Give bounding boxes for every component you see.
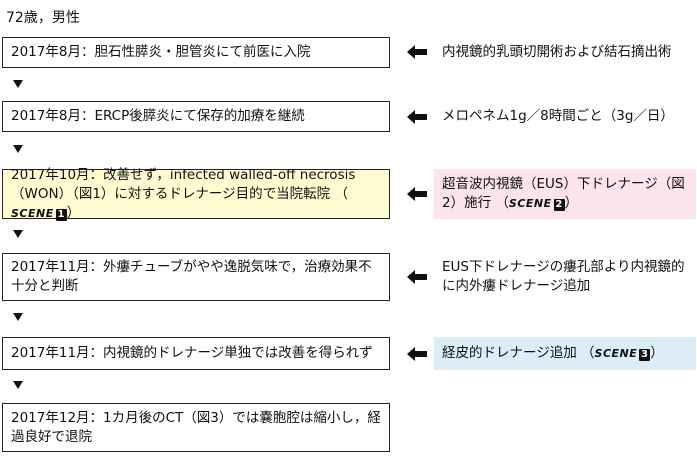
left-arrow-icon: [407, 347, 427, 361]
step-text: 2017年8月：胆石性膵炎・胆管炎にて前医に入院: [11, 44, 311, 60]
step-text: 2017年12月：1カ月後のCT（図3）では嚢胞腔は縮小し，経過良好で退院: [11, 409, 381, 445]
down-triangle-icon: [13, 145, 23, 153]
left-arrow-icon: [407, 110, 427, 124]
left-arrow-icon: [407, 187, 427, 201]
patient-info: 72歳，男性: [6, 10, 80, 26]
timeline-step-3: 2017年10月：改善せず，infected walled-off necros…: [2, 167, 390, 221]
timeline-step-6: 2017年12月：1カ月後のCT（図3）では嚢胞腔は縮小し，経過良好で退院: [2, 403, 390, 452]
note-text: 内視鏡的乳頭切開術および結石摘出術: [442, 44, 672, 60]
down-triangle-icon: [13, 313, 23, 321]
treatment-note-2: メロペネム1g／8時間ごと（3g／日）: [434, 101, 696, 132]
timeline-step-2: 2017年8月：ERCP後膵炎にて保存的加療を継続: [2, 101, 390, 132]
left-arrow-icon: [407, 270, 427, 284]
step-text: 2017年8月：ERCP後膵炎にて保存的加療を継続: [11, 108, 305, 124]
note-text: メロペネム1g／8時間ごと（3g／日）: [442, 108, 674, 124]
step-text: 2017年10月：改善せず，infected walled-off necros…: [11, 166, 356, 221]
step-text: 2017年11月：外瘻チューブがやや逸脱気味で，治療効果不十分と判断: [11, 259, 372, 294]
step-text: 2017年11月：内視鏡的ドレナージ単独では改善を得られず: [11, 345, 373, 361]
down-triangle-icon: [13, 80, 23, 88]
down-triangle-icon: [13, 230, 23, 238]
timeline-step-5: 2017年11月：内視鏡的ドレナージ単独では改善を得られず: [2, 337, 390, 370]
timeline-step-1: 2017年8月：胆石性膵炎・胆管炎にて前医に入院: [2, 37, 390, 68]
left-arrow-icon: [407, 45, 427, 59]
treatment-note-4: EUS下ドレナージの瘻孔部より内視鏡的に内外瘻ドレナージ追加: [434, 253, 696, 301]
treatment-note-1: 内視鏡的乳頭切開術および結石摘出術: [434, 37, 696, 68]
timeline-step-4: 2017年11月：外瘻チューブがやや逸脱気味で，治療効果不十分と判断: [2, 253, 390, 301]
note-text: EUS下ドレナージの瘻孔部より内視鏡的に内外瘻ドレナージ追加: [442, 259, 685, 294]
down-triangle-icon: [13, 381, 23, 389]
